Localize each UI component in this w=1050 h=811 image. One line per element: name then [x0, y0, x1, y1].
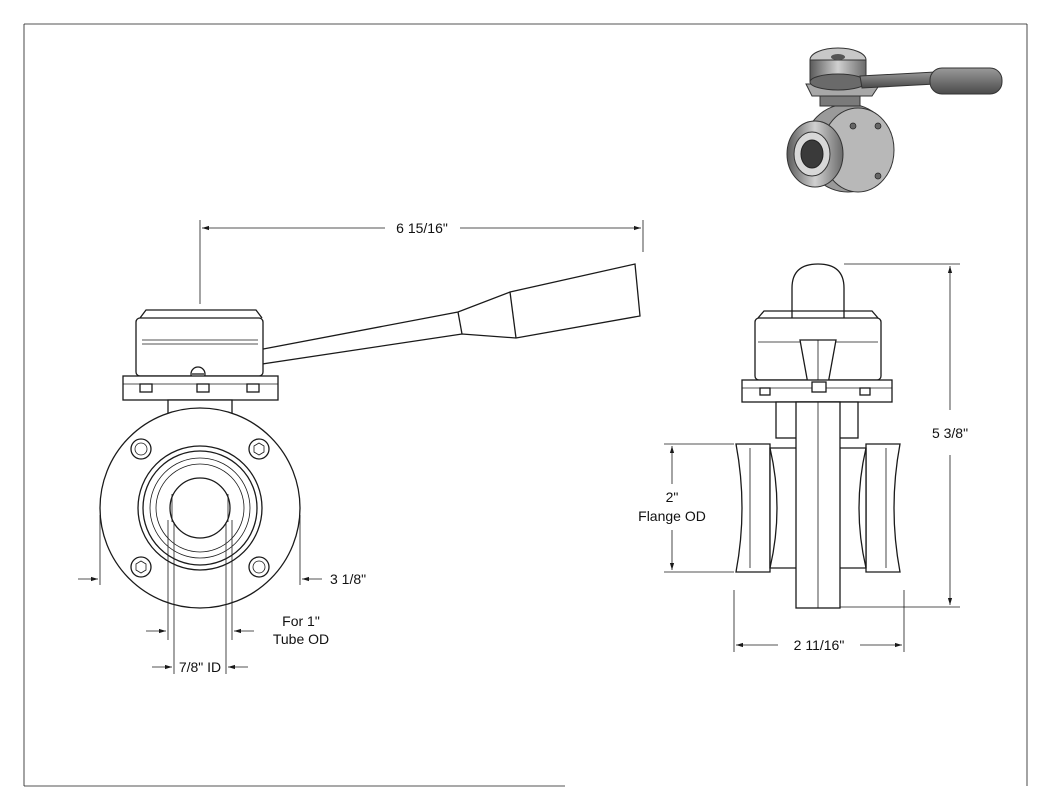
dimension-label: 5 3/8" — [932, 425, 968, 441]
dimension-flange-od: 2" Flange OD — [638, 443, 734, 573]
dimension-tube-od: For 1" Tube OD — [146, 520, 329, 647]
dimension-label: 3 1/8" — [330, 571, 366, 587]
dimension-label: 2" — [666, 489, 679, 505]
dimension-label: Flange OD — [638, 508, 706, 524]
valve-3d-render — [786, 47, 1003, 193]
dimension-label: 2 11/16" — [794, 637, 845, 653]
drawing-frame — [23, 23, 1028, 787]
dimension-label: For 1" — [282, 613, 320, 629]
dimension-label: 6 15/16" — [396, 220, 448, 236]
bolt-hole — [130, 438, 152, 460]
dimension-handle-length: 6 15/16" — [199, 220, 644, 304]
dimension-label: Tube OD — [273, 631, 329, 647]
dimension-face-to-face: 2 11/16" — [733, 590, 905, 653]
bolt-hole — [248, 556, 270, 578]
bolt-hole — [248, 438, 270, 460]
dimension-flange-diameter: 3 1/8" — [78, 515, 366, 587]
valve-side-view — [735, 263, 901, 609]
dimension-label: 7/8" ID — [179, 659, 221, 675]
dimension-height: 5 3/8" — [840, 263, 968, 608]
valve-front-view — [99, 263, 641, 609]
dimension-inner-diameter: 7/8" ID — [152, 522, 248, 675]
bolt-hole — [130, 556, 152, 578]
